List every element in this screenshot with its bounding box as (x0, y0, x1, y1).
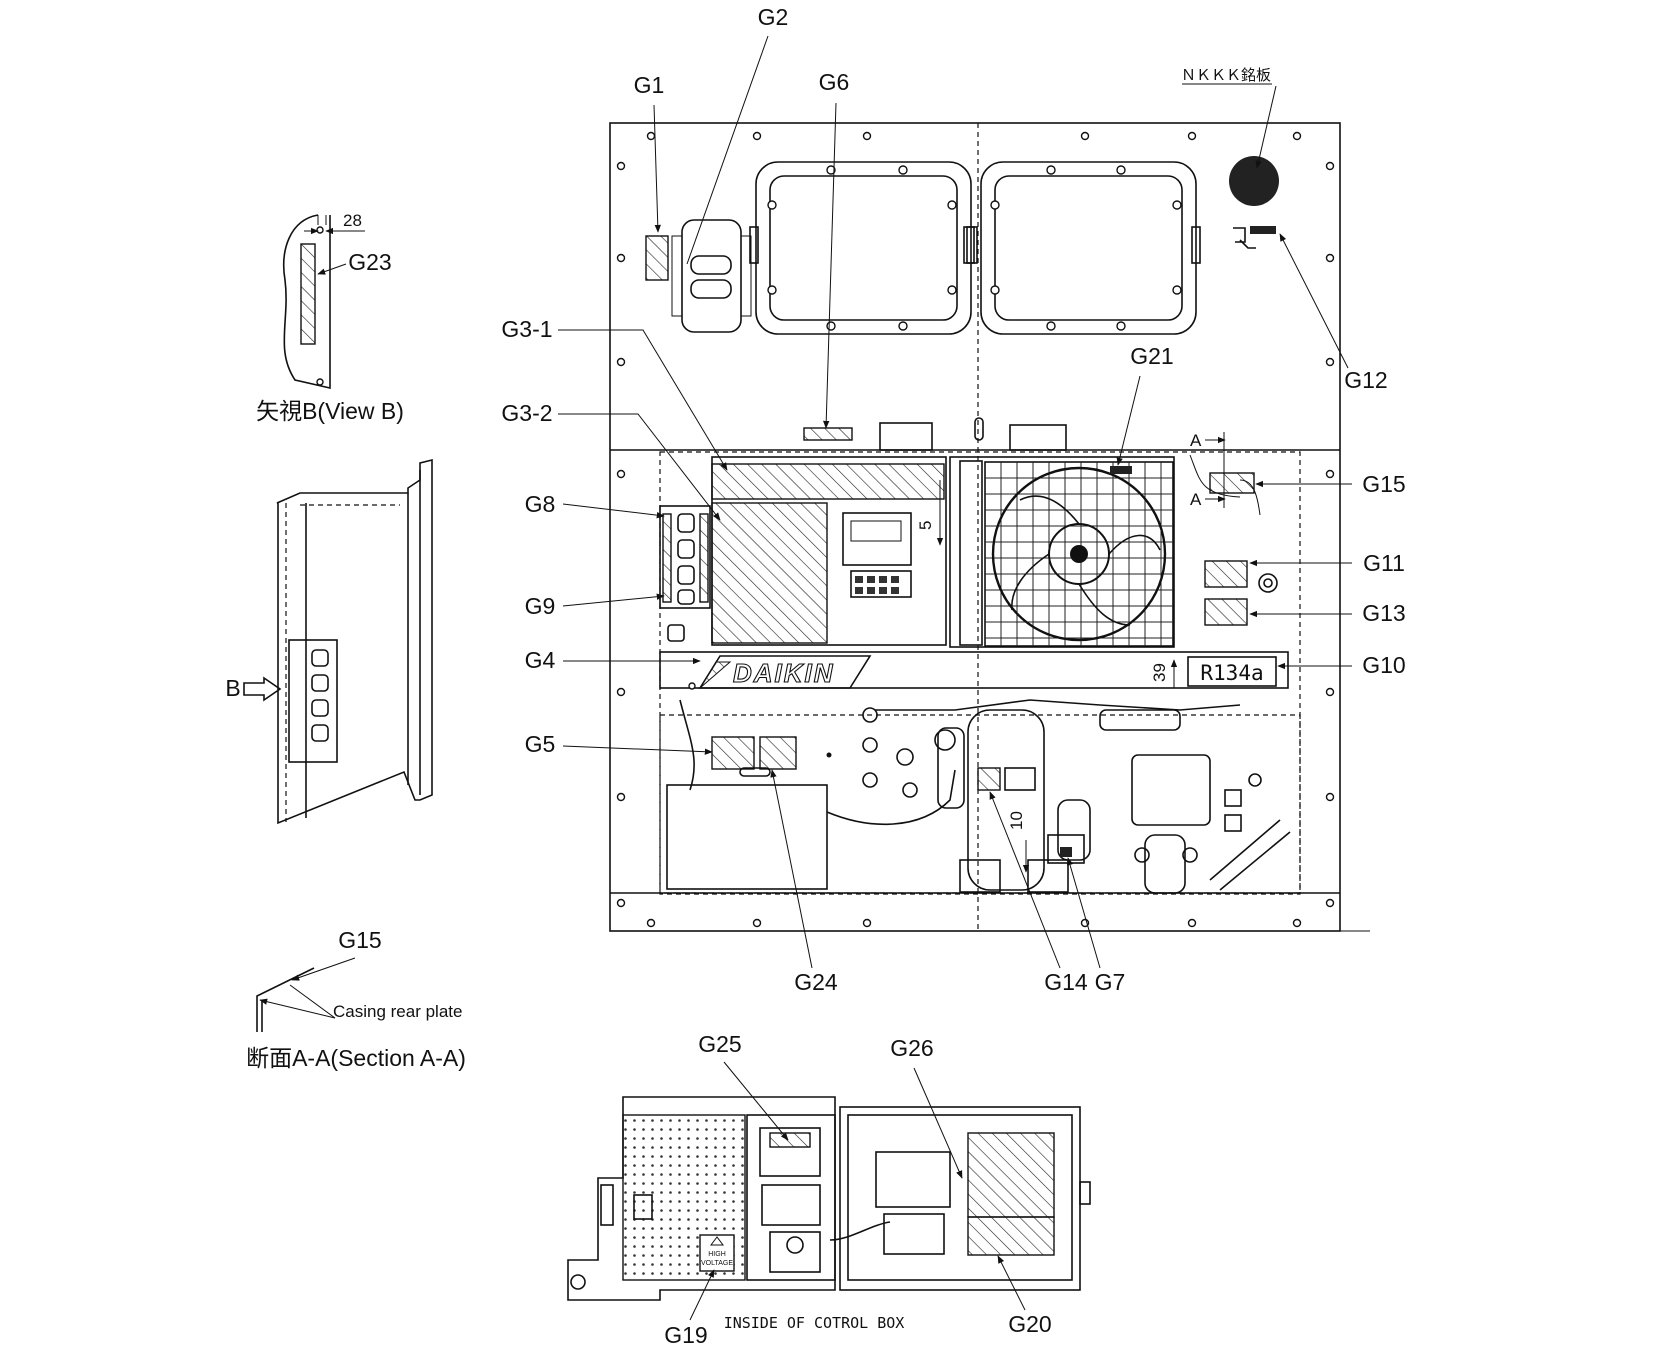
label-g11-text: G11 (1363, 550, 1405, 576)
label-g23-text: G23 (348, 249, 391, 275)
label-g10-text: G10 (1362, 652, 1405, 678)
section-marker-bottom: A (1190, 490, 1202, 509)
label-g19 (699, 1234, 735, 1272)
label-g15 (1209, 472, 1255, 494)
brand-logo: DAIKIN (733, 658, 835, 688)
label-g6-text: G6 (819, 69, 850, 95)
label-g19-text: G19 (664, 1322, 707, 1348)
label-g7 (1060, 847, 1072, 857)
label-g14 (977, 767, 1001, 791)
label-g23 (300, 243, 316, 345)
label-g13 (1204, 598, 1248, 626)
access-panel-left (749, 161, 975, 335)
access-panel-right (966, 161, 1201, 335)
label-g15-section-text: G15 (338, 927, 381, 953)
nameplate (1229, 156, 1279, 206)
refrigerant-plate (1187, 656, 1277, 687)
label-g3-2-text: G3-2 (501, 400, 552, 426)
nameplate-text: ＮＫＫＫ銘板 (1181, 66, 1271, 84)
view-b-arrow-letter: B (225, 675, 240, 701)
label-g3-1-text: G3-1 (501, 316, 552, 342)
label-g5 (711, 736, 755, 770)
control-panel (711, 456, 947, 646)
label-g20 (967, 1216, 1055, 1256)
label-g1 (645, 235, 669, 281)
warning-line-1: HIGH (708, 1251, 726, 1258)
label-g13-text: G13 (1362, 600, 1405, 626)
main-unit: DAIKIN R134a 39 10 (609, 122, 1370, 932)
condenser-fan (949, 456, 1175, 648)
label-g11 (1204, 560, 1248, 588)
frame-bolts (616, 131, 1335, 928)
control-box: HIGH VOLTAGE INSIDE OF COTROL BOX G25 G2… (567, 1031, 1091, 1348)
label-g14-text: G14 (1044, 969, 1088, 995)
control-box-caption: INSIDE OF COTROL BOX (724, 1314, 905, 1332)
label-g4-text: G4 (525, 647, 556, 673)
label-g25 (769, 1132, 811, 1148)
side-view: B (225, 458, 433, 825)
label-g26-text: G26 (890, 1035, 933, 1061)
refrigeration-circuit: 10 (659, 699, 1301, 894)
label-g1-text: G1 (634, 72, 665, 98)
label-g5-text: G5 (525, 731, 556, 757)
view-b-title: 矢視B(View B) (256, 398, 404, 424)
label-g9-text: G9 (525, 593, 556, 619)
label-g20-text: G20 (1008, 1311, 1051, 1337)
section-aa: G15 Casing rear plate 断面A-A(Section A-A) (246, 927, 466, 1071)
label-g8-text: G8 (525, 491, 556, 517)
dimension-10: 10 (1007, 811, 1026, 830)
label-g6 (803, 427, 853, 441)
label-g24-text: G24 (794, 969, 838, 995)
port-assembly (671, 219, 752, 333)
breaker-strip (659, 505, 711, 609)
refrigerant-text: R134a (1200, 661, 1263, 685)
label-g25-text: G25 (698, 1031, 741, 1057)
warning-line-2: VOLTAGE (701, 1260, 733, 1267)
label-g15-text: G15 (1362, 471, 1405, 497)
casing-rear-plate-text: Casing rear plate (333, 1002, 462, 1021)
view-b-dimension: 28 (343, 211, 362, 230)
label-g12-text: G12 (1344, 367, 1387, 393)
label-g26 (967, 1132, 1055, 1218)
view-b: 28 G23 矢視B(View B) (256, 211, 404, 424)
label-g21 (1110, 466, 1132, 474)
dimension-39: 39 (1150, 663, 1169, 682)
label-g7-text: G7 (1095, 969, 1126, 995)
label-g12 (1250, 226, 1276, 234)
section-aa-title: 断面A-A(Section A-A) (246, 1045, 466, 1071)
label-g24 (759, 736, 797, 770)
main-labels: G1 G2 G6 ＮＫＫＫ銘板 G12 G21 G3-1 G3-2 G8 G9 … (501, 4, 1405, 995)
brand-band: DAIKIN R134a 39 (659, 651, 1289, 690)
label-g21-text: G21 (1130, 343, 1173, 369)
label-g2-text: G2 (758, 4, 789, 30)
dimension-5: 5 (916, 521, 935, 530)
control-box-cover (829, 1106, 1091, 1291)
section-marker-top: A (1190, 431, 1202, 450)
